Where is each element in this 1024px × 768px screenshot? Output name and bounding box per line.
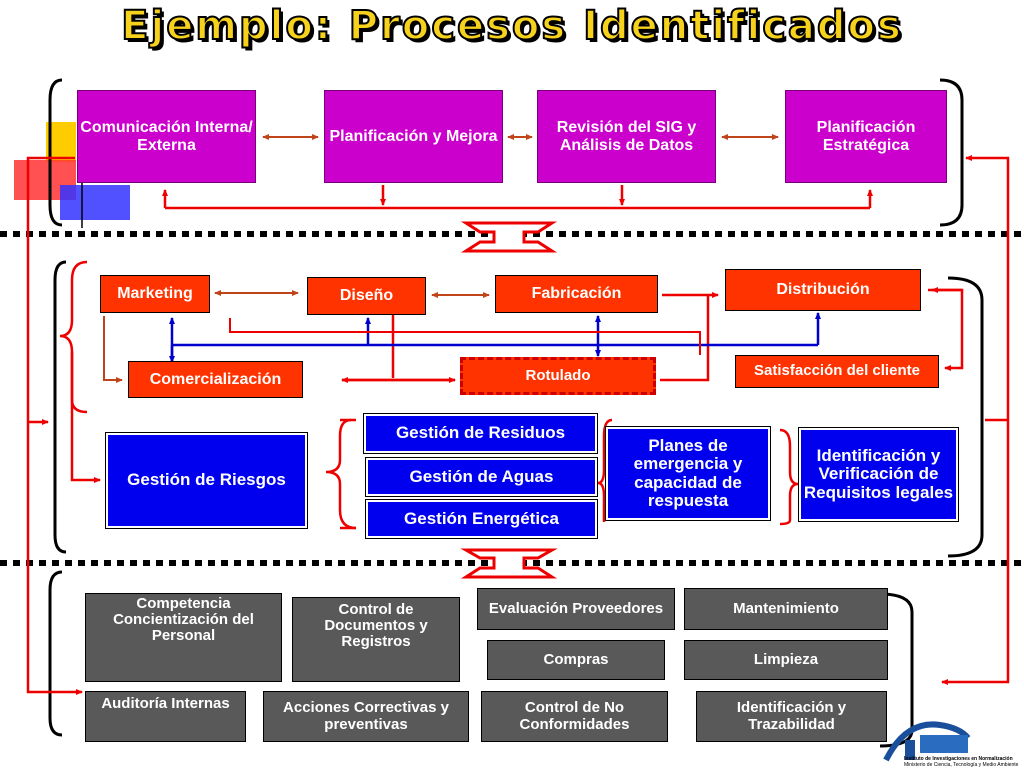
bracket-operational-right (947, 276, 984, 558)
process-identificacion-trazabilidad: Identificación y Trazabilidad (696, 691, 887, 742)
logo-institute-name: Instituto de Investigaciones en Normaliz… (904, 756, 1013, 762)
process-acciones-correctivas: Acciones Correctivas y preventivas (263, 691, 469, 742)
process-comunicacion: Comunicación Interna/ Externa (77, 90, 256, 183)
process-planificacion-estrategica: Planificación Estratégica (785, 90, 947, 183)
process-diseno: Diseño (307, 277, 426, 315)
process-rotulado: Rotulado (460, 357, 656, 395)
process-no-conformidades: Control de No Conformidades (481, 691, 668, 742)
bracket-support-left (48, 570, 63, 737)
bracket-strategic-right (939, 78, 964, 227)
process-gestion-energetica: Gestión Energética (365, 499, 598, 539)
process-limpieza: Limpieza (684, 640, 888, 680)
process-planificacion-mejora: Planificación y Mejora (324, 90, 503, 183)
process-comercializacion: Comercialización (128, 361, 303, 398)
process-mantenimiento: Mantenimiento (684, 588, 888, 630)
process-control-documentos: Control de Documentos y Registros (292, 597, 460, 682)
process-revision-sig: Revisión del SIG y Análisis de Datos (537, 90, 716, 183)
process-evaluacion-proveedores: Evaluación Proveedores (477, 588, 675, 630)
process-gestion-aguas: Gestión de Aguas (365, 457, 598, 497)
process-competencia: Competencia Concientización del Personal (85, 593, 282, 682)
process-planes-emergencia: Planes de emergencia y capacidad de resp… (605, 426, 771, 521)
process-fabricacion: Fabricación (495, 275, 658, 313)
bracket-strategic-left (48, 78, 63, 227)
page-title: Ejemplo: Procesos Identificados (120, 2, 903, 50)
section-arrow-bottom (460, 548, 558, 579)
process-requisitos-legales: Identificación y Verificación de Requisi… (798, 427, 959, 522)
process-satisfaccion-cliente: Satisfacción del cliente (735, 355, 939, 388)
process-gestion-riesgos: Gestión de Riesgos (105, 432, 308, 529)
process-distribucion: Distribución (725, 269, 921, 311)
process-auditoria: Auditoría Internas (85, 691, 246, 742)
section-arrow-top (460, 221, 558, 253)
process-compras: Compras (487, 640, 665, 680)
logo-ministry-name: Ministerio de Ciencia, Tecnología y Medi… (904, 762, 1019, 768)
bracket-operational-left (53, 260, 67, 554)
process-gestion-residuos: Gestión de Residuos (363, 413, 598, 454)
logo-graphic (883, 721, 971, 762)
process-marketing: Marketing (100, 275, 210, 313)
